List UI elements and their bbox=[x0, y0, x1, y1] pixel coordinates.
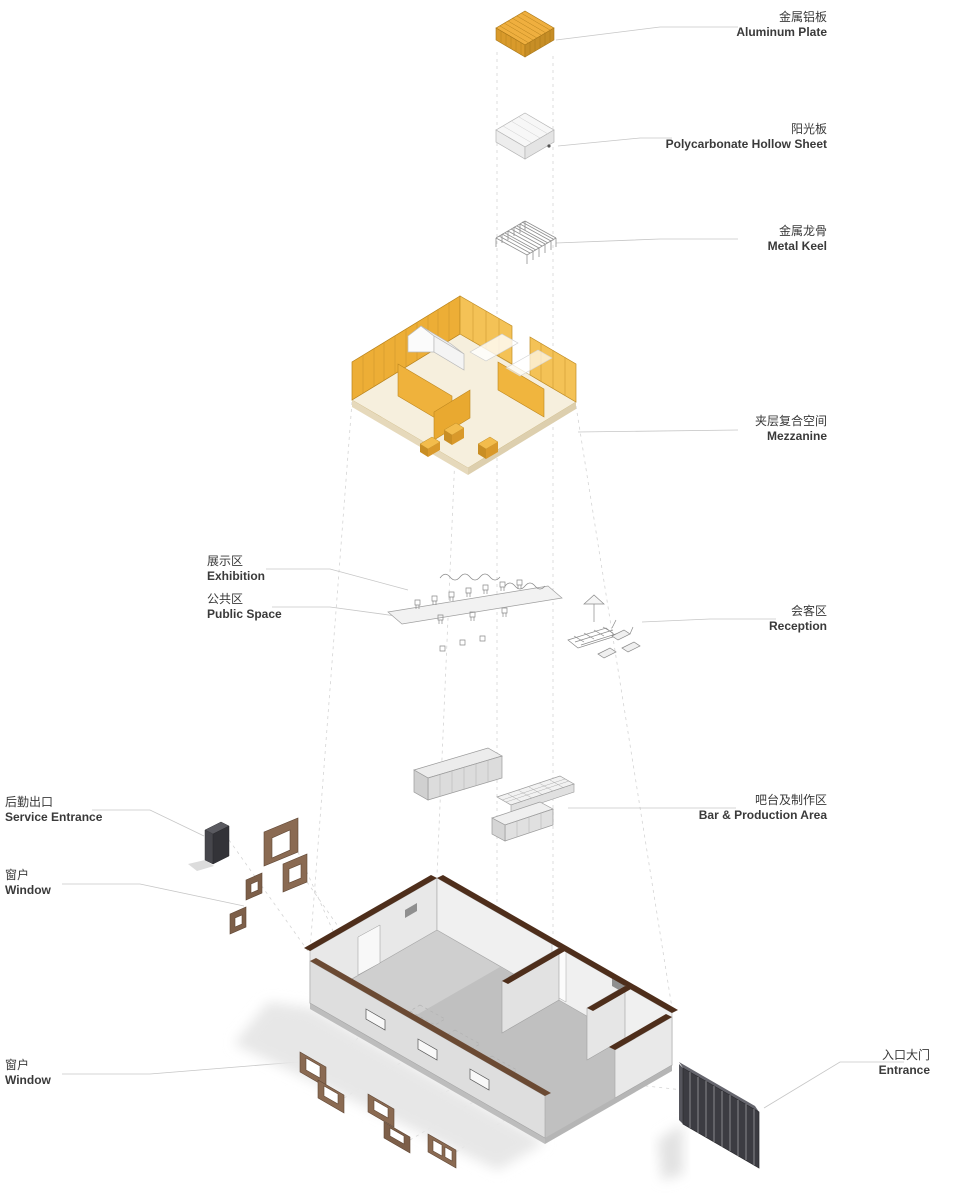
label-exhibition-zh: 展示区 bbox=[207, 554, 244, 568]
label-public-space-en: Public Space bbox=[207, 607, 282, 621]
bar-production-area-shape bbox=[413, 747, 575, 842]
label-reception-zh: 会客区 bbox=[790, 604, 827, 618]
label-exhibition-en: Exhibition bbox=[207, 569, 265, 583]
aluminum-plate-shape bbox=[495, 10, 555, 58]
label-mezzanine-en: Mezzanine bbox=[766, 429, 827, 443]
label-polycarbonate-en: Polycarbonate Hollow Sheet bbox=[665, 137, 827, 151]
label-entrance-zh: 入口大门 bbox=[881, 1048, 930, 1062]
ground-floor-shell bbox=[234, 875, 678, 1170]
service-entrance-shape bbox=[188, 821, 230, 871]
label-aluminum-plate-en: Aluminum Plate bbox=[736, 25, 827, 39]
label-bar-production-zh: 吧台及制作区 bbox=[754, 793, 827, 807]
label-public-space-zh: 公共区 bbox=[207, 592, 244, 606]
label-window-lower-en: Window bbox=[5, 1073, 51, 1087]
window-panels-upper bbox=[229, 817, 308, 935]
metal-keel-shape bbox=[495, 220, 557, 264]
reception-furniture bbox=[567, 594, 641, 659]
wall-top-brown-right bbox=[437, 875, 678, 1013]
label-mezzanine-zh: 夹层复合空间 bbox=[754, 414, 827, 428]
label-polycarbonate-zh: 阳光板 bbox=[790, 122, 827, 136]
entrance-door-shape bbox=[658, 1062, 760, 1180]
parasol-canopy bbox=[583, 594, 605, 605]
label-window-lower-zh: 窗户 bbox=[5, 1058, 30, 1072]
label-window-upper-zh: 窗户 bbox=[5, 868, 30, 882]
exhibition-public-space-furniture bbox=[387, 573, 563, 652]
label-public-space: 公共区 Public Space bbox=[207, 592, 282, 622]
label-mezzanine: 夹层复合空间 Mezzanine bbox=[755, 414, 827, 444]
label-entrance-en: Entrance bbox=[878, 1063, 930, 1077]
window-panels-lower bbox=[299, 1051, 457, 1169]
wall-top-brown-left bbox=[304, 875, 437, 951]
label-metal-keel-zh: 金属龙骨 bbox=[778, 224, 827, 238]
label-aluminum-plate-zh: 金属铝板 bbox=[778, 10, 827, 24]
label-metal-keel: 金属龙骨 Metal Keel bbox=[768, 224, 827, 254]
wall-top-front bbox=[310, 958, 551, 1096]
label-window-lower: 窗户 Window bbox=[5, 1058, 51, 1088]
label-bar-production: 吧台及制作区 Bar & Production Area bbox=[699, 793, 827, 823]
label-aluminum-plate: 金属铝板 Aluminum Plate bbox=[736, 10, 827, 40]
polycarbonate-sheet-shape bbox=[495, 112, 555, 160]
label-window-upper-en: Window bbox=[5, 883, 51, 897]
label-service-entrance-zh: 后勤出口 bbox=[5, 795, 54, 809]
label-leader-lines bbox=[62, 26, 904, 1109]
label-window-upper: 窗户 Window bbox=[5, 868, 51, 898]
label-service-entrance: 后勤出口 Service Entrance bbox=[5, 795, 102, 825]
label-entrance: 入口大门 Entrance bbox=[879, 1048, 930, 1078]
mezzanine-structure bbox=[351, 295, 577, 475]
shell-shadow bbox=[234, 1002, 545, 1170]
front-wall-windows bbox=[365, 1008, 490, 1091]
label-service-entrance-en: Service Entrance bbox=[5, 810, 103, 824]
label-reception-en: Reception bbox=[768, 619, 827, 633]
label-exhibition: 展示区 Exhibition bbox=[207, 554, 265, 584]
label-bar-production-en: Bar & Production Area bbox=[698, 808, 827, 822]
sketch-chairs bbox=[414, 579, 523, 652]
label-reception: 会客区 Reception bbox=[769, 604, 827, 634]
label-polycarbonate: 阳光板 Polycarbonate Hollow Sheet bbox=[666, 122, 827, 152]
label-metal-keel-en: Metal Keel bbox=[767, 239, 827, 253]
